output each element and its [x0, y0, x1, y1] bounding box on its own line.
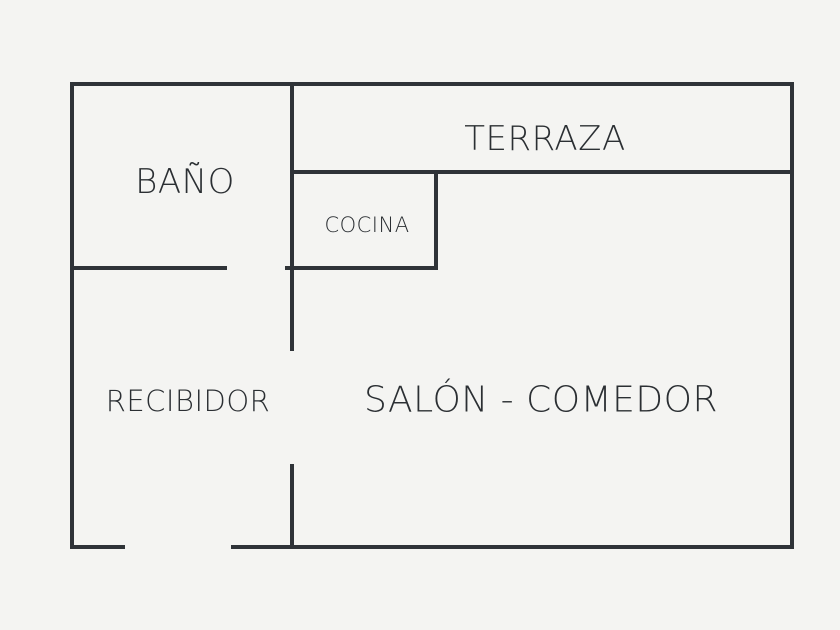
room-label-salon-comedor: SALÓN - COMEDOR — [364, 379, 718, 421]
room-label-cocina: COCINA — [324, 213, 410, 237]
room-label-bano: BAÑO — [135, 162, 235, 202]
room-label-terraza: TERRAZA — [464, 119, 626, 159]
room-label-recibidor: RECIBIDOR — [105, 384, 271, 418]
